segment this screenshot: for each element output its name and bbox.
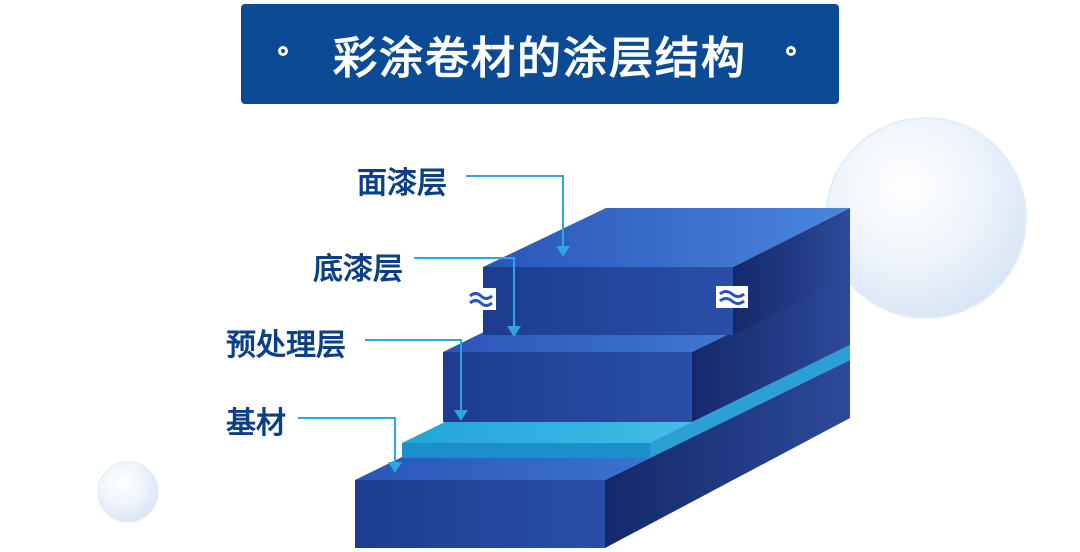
wave-flag-icon — [716, 286, 748, 308]
wave-flag-icon — [466, 288, 496, 310]
leader-line-topcoat — [466, 175, 564, 248]
title-dot-left-icon — [278, 46, 288, 56]
title-banner: 彩涂卷材的涂层结构 — [241, 4, 839, 104]
arrow-down-icon — [507, 326, 521, 337]
page-title: 彩涂卷材的涂层结构 — [333, 33, 747, 84]
title-dot-right-icon — [786, 46, 796, 56]
leader-line-pretreatment — [365, 339, 462, 412]
leader-line-primer — [414, 257, 515, 328]
topcoat-layer-block — [483, 208, 850, 335]
bubble-decoration-large — [825, 117, 1027, 319]
label-topcoat: 面漆层 — [357, 166, 447, 201]
label-primer: 底漆层 — [313, 252, 403, 287]
leader-line-substrate — [298, 417, 396, 464]
label-substrate: 基材 — [226, 406, 286, 441]
label-pretreatment: 预处理层 — [226, 328, 346, 363]
bubble-decoration-small — [97, 461, 159, 523]
arrow-down-icon — [388, 462, 402, 473]
arrow-down-icon — [454, 410, 468, 421]
arrow-down-icon — [556, 246, 570, 257]
